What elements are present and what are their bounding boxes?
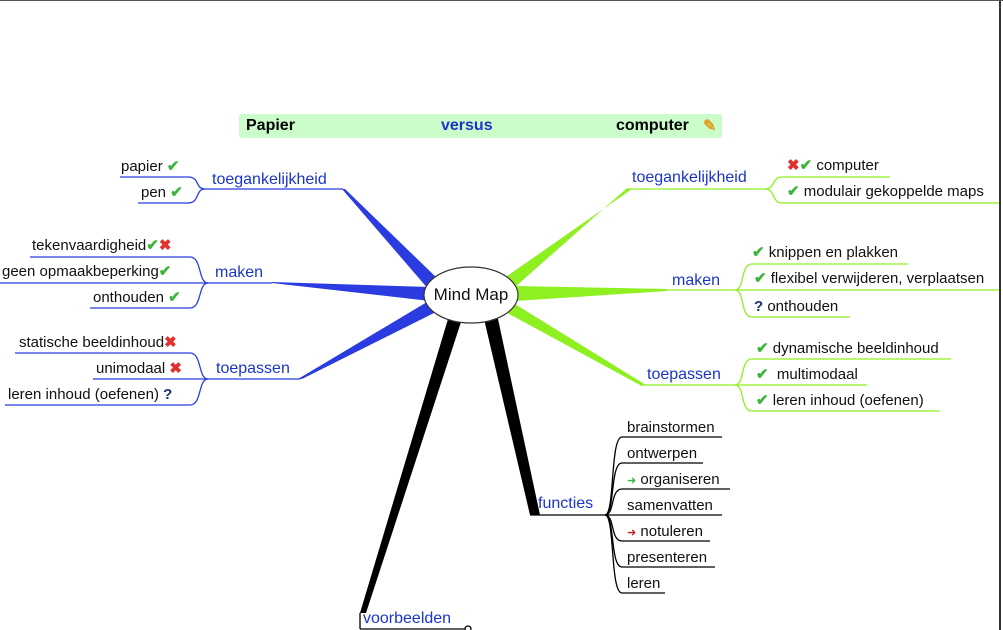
cross-icon: ✖	[169, 360, 182, 377]
leaf[interactable]: brainstormen	[627, 419, 715, 436]
leaf-label: leren inhoud (oefenen)	[772, 392, 924, 409]
branch-right-maken	[515, 286, 667, 301]
collapse-handle[interactable]	[464, 625, 472, 630]
leaf[interactable]: onthouden ✔	[93, 289, 181, 307]
leaf[interactable]: ✔ leren inhoud (oefenen)	[756, 392, 924, 410]
leaf-label: papier	[121, 158, 163, 175]
leaf[interactable]: leren inhoud (oefenen) ?	[8, 386, 172, 404]
right-toepassen[interactable]: toepassen	[647, 366, 721, 383]
branch-left-maken	[272, 282, 430, 301]
right-toegankelijkheid[interactable]: toegankelijkheid	[632, 169, 747, 186]
leaf-label: tekenvaardigheid	[32, 237, 147, 254]
leaf[interactable]: presenteren	[627, 549, 708, 566]
central-node[interactable]: Mind Map	[433, 285, 509, 304]
check-icon: ✔	[756, 340, 769, 357]
cross-icon: ✖	[787, 157, 800, 174]
leaf[interactable]: geen opmaakbeperking✔	[2, 263, 171, 281]
right-connectors	[626, 176, 1000, 412]
leaf-label: leren inhoud (oefenen)	[8, 386, 159, 403]
leaf-label: statische beeldinhoud	[19, 334, 165, 351]
leaf[interactable]: ✖✔ computer	[787, 157, 879, 175]
check-icon: ✔	[170, 184, 183, 201]
left-connectors	[0, 176, 343, 406]
leaf[interactable]: ✔ multimodaal	[756, 366, 858, 384]
branch-voorbeelden	[360, 319, 462, 613]
check-icon: ✔	[756, 366, 769, 383]
check-icon: ✔	[756, 392, 769, 409]
bottom-connectors	[359, 436, 730, 630]
check-icon: ✔	[146, 237, 159, 254]
leaf[interactable]: samenvatten	[627, 497, 713, 514]
left-maken[interactable]: maken	[215, 264, 264, 281]
leaf-label: knippen en plakken	[768, 244, 899, 261]
check-icon: ✔	[166, 158, 180, 175]
leaf[interactable]: papier ✔	[121, 158, 179, 176]
leaf-label: modulair gekoppelde maps	[803, 183, 984, 200]
leaf[interactable]: ? onthouden	[754, 298, 838, 316]
leaf[interactable]: ✔ knippen en plakken	[752, 244, 898, 262]
leaf-label: computer	[816, 157, 879, 174]
leaf-label: organiseren	[640, 471, 720, 488]
voorbeelden-node[interactable]: voorbeelden	[363, 610, 452, 627]
leaf[interactable]: pen ✔	[141, 184, 183, 202]
leaf[interactable]: tekenvaardigheid✔✖	[32, 237, 171, 255]
banner-right: computer	[616, 117, 689, 134]
leaf[interactable]: ✔ dynamische beeldinhoud	[756, 340, 939, 358]
functies-node[interactable]: functies	[538, 495, 594, 512]
arrow-right-red-icon: ➜	[627, 527, 637, 539]
leaf[interactable]: ➜ organiseren	[627, 471, 720, 490]
cross-icon: ✖	[158, 237, 172, 254]
leaf-label: flexibel verwijderen, verplaatsen	[770, 270, 985, 287]
cross-icon: ✖	[164, 334, 177, 351]
right-maken[interactable]: maken	[672, 272, 721, 289]
check-icon: ✔	[158, 263, 172, 280]
leaf-label: onthouden	[767, 298, 839, 315]
left-toepassen[interactable]: toepassen	[216, 360, 290, 377]
central-node-shape	[423, 266, 519, 324]
leaf-label: notuleren	[640, 523, 703, 540]
arrow-right-green-icon: ➜	[627, 475, 637, 487]
check-icon: ✔	[168, 289, 181, 306]
question-icon: ?	[163, 386, 173, 403]
leaf[interactable]: ➜ notuleren	[627, 523, 703, 542]
check-icon: ✔	[799, 157, 813, 174]
branch-left-toepassen	[298, 299, 442, 379]
leaf[interactable]: leren	[627, 575, 661, 592]
leaf-label: pen	[141, 184, 167, 201]
banner-left: Papier	[246, 117, 295, 134]
branch-right-toegankelijkheid	[500, 189, 632, 287]
leaf-label: dynamische beeldinhoud	[772, 340, 939, 357]
branch-right-toepassen	[500, 301, 646, 385]
title-banner: Papier versus computer ✎	[239, 114, 722, 138]
leaf[interactable]: unimodaal ✖	[96, 360, 182, 378]
leaf-label: unimodaal	[96, 360, 166, 377]
leaf-label: multimodaal	[776, 366, 858, 383]
left-toegankelijkheid[interactable]: toegankelijkheid	[212, 171, 327, 188]
check-icon: ✔	[752, 244, 765, 261]
check-icon: ✔	[754, 270, 767, 287]
question-icon: ?	[754, 298, 764, 315]
leaf[interactable]: ontwerpen	[627, 445, 698, 462]
leaf[interactable]: ✔ modulair gekoppelde maps	[787, 183, 984, 201]
leaf-label: onthouden	[93, 289, 164, 306]
notepad-pencil-icon: ✎	[703, 118, 717, 135]
leaf-label: geen opmaakbeperking	[2, 263, 159, 280]
leaf[interactable]: statische beeldinhoud✖	[19, 334, 177, 352]
leaf[interactable]: ✔ flexibel verwijderen, verplaatsen	[754, 270, 1000, 288]
check-icon: ✔	[787, 183, 800, 200]
branch-left-toegankelijkheid	[342, 189, 440, 291]
banner-middle: versus	[441, 117, 493, 134]
branch-functies	[484, 319, 540, 515]
